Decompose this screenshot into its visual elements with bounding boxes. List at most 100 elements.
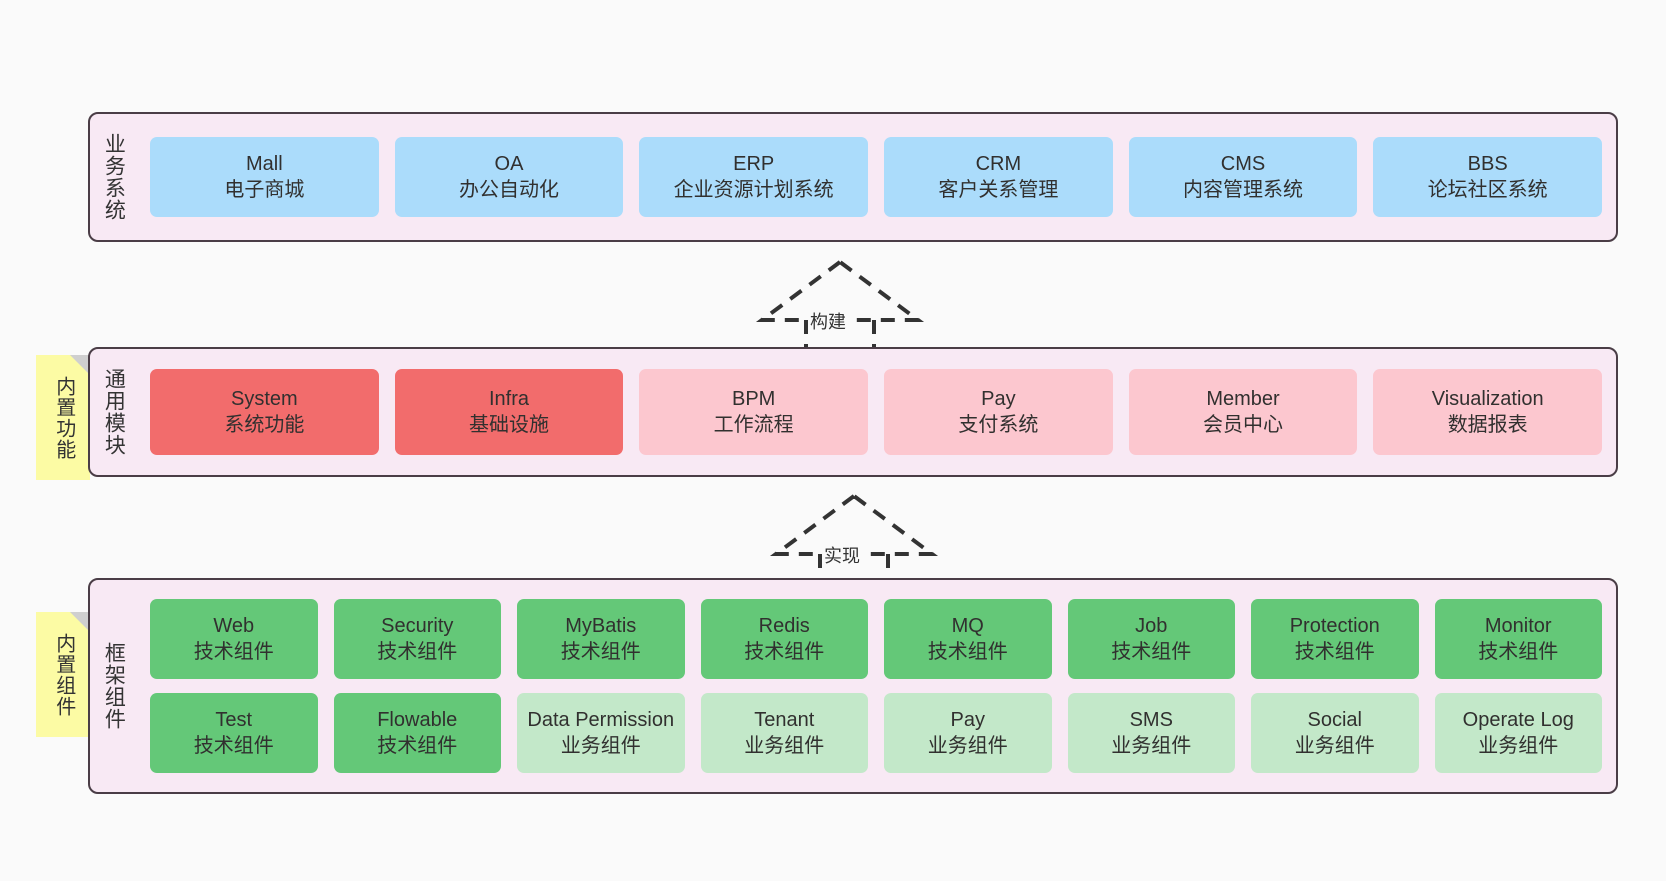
card-subtitle: 基础设施 (469, 414, 549, 436)
card-subtitle: 办公自动化 (459, 179, 559, 201)
card-title: BBS (1467, 153, 1508, 175)
note-label: 内置功能 (52, 375, 75, 460)
card-subtitle: 电子商城 (224, 179, 305, 201)
card-monitor[interactable]: Monitor 技术组件 (1434, 599, 1602, 679)
connector-build-label: 构建 (808, 308, 848, 334)
connector-build-arrow: 构建 (755, 258, 938, 350)
card-title: CRM (975, 153, 1022, 175)
card-title: CMS (1220, 153, 1266, 175)
card-title: Monitor (1484, 615, 1552, 637)
card-title: Test (215, 709, 253, 731)
card-mall[interactable]: Mall 电子商城 (150, 137, 379, 217)
card-security[interactable]: Security 技术组件 (333, 599, 501, 679)
card-title: Member (1206, 388, 1280, 410)
connector-implement-arrow: 实现 (769, 492, 952, 584)
layer-body-business-system: Mall 电子商城 OA 办公自动化 ERP 企业资源计划系统 CRM 客户关系… (136, 114, 1616, 240)
card-protection[interactable]: Protection 技术组件 (1251, 599, 1419, 679)
card-subtitle: 工作流程 (713, 414, 794, 436)
card-title: BPM (732, 388, 776, 410)
card-subtitle: 业务组件 (1111, 735, 1192, 757)
card-subtitle: 论坛社区系统 (1427, 179, 1548, 201)
card-mq[interactable]: MQ 技术组件 (884, 599, 1052, 679)
card-visualization[interactable]: Visualization 数据报表 (1373, 369, 1603, 455)
layer-label-framework-component: 框架组件 (102, 642, 126, 730)
card-title: Social (1307, 709, 1362, 731)
card-title: MyBatis (565, 615, 637, 637)
card-subtitle: 业务组件 (1294, 735, 1375, 757)
card-subtitle: 支付系统 (958, 414, 1039, 436)
note-builtin-features: 内置功能 (36, 355, 90, 480)
card-bbs[interactable]: BBS 论坛社区系统 (1373, 137, 1603, 217)
card-erp[interactable]: ERP 企业资源计划系统 (639, 137, 869, 217)
layer-common-module: 通用模块 System 系统功能 Infra 基础设施 BPM 工作流程 Pay (88, 347, 1618, 477)
card-crm[interactable]: CRM 客户关系管理 (884, 137, 1113, 217)
card-title: Tenant (754, 709, 815, 731)
connector-implement-label: 实现 (822, 542, 862, 568)
layer-label-common-module: 通用模块 (102, 368, 126, 456)
card-title: Pay (981, 388, 1016, 410)
card-title: Job (1135, 615, 1168, 637)
card-pay-component[interactable]: Pay 业务组件 (884, 693, 1052, 773)
card-row: Test 技术组件 Flowable 技术组件 Data Permission … (150, 693, 1602, 773)
card-data-permission[interactable]: Data Permission 业务组件 (517, 693, 685, 773)
note-builtin-components: 内置组件 (36, 612, 90, 737)
card-title: Mall (246, 153, 283, 175)
card-title: Flowable (377, 709, 458, 731)
card-sms[interactable]: SMS 业务组件 (1067, 693, 1235, 773)
card-subtitle: 技术组件 (193, 641, 274, 663)
card-row: Web 技术组件 Security 技术组件 MyBatis 技术组件 Redi… (150, 599, 1602, 679)
card-subtitle: 数据报表 (1447, 414, 1528, 436)
card-operate-log[interactable]: Operate Log 业务组件 (1434, 693, 1602, 773)
card-subtitle: 企业资源计划系统 (673, 179, 834, 201)
card-subtitle: 业务组件 (1478, 735, 1559, 757)
card-title: OA (494, 153, 524, 175)
card-title: Visualization (1431, 388, 1544, 410)
card-member[interactable]: Member 会员中心 (1128, 369, 1358, 455)
card-title: Web (213, 615, 255, 637)
card-subtitle: 技术组件 (1294, 641, 1375, 663)
card-title: System (230, 388, 298, 410)
card-social[interactable]: Social 业务组件 (1251, 693, 1419, 773)
card-test[interactable]: Test 技术组件 (150, 693, 318, 773)
card-redis[interactable]: Redis 技术组件 (700, 599, 868, 679)
card-title: Protection (1289, 615, 1380, 637)
card-subtitle: 技术组件 (1478, 641, 1559, 663)
card-title: Pay (950, 709, 985, 731)
card-subtitle: 技术组件 (1111, 641, 1192, 663)
card-oa[interactable]: OA 办公自动化 (394, 137, 624, 217)
card-subtitle: 系统功能 (224, 414, 305, 436)
card-infra[interactable]: Infra 基础设施 (394, 369, 624, 455)
note-label: 内置组件 (52, 632, 75, 717)
card-mybatis[interactable]: MyBatis 技术组件 (517, 599, 685, 679)
card-flowable[interactable]: Flowable 技术组件 (333, 693, 501, 773)
layer-body-common-module: System 系统功能 Infra 基础设施 BPM 工作流程 Pay 支付系统… (136, 349, 1616, 475)
card-subtitle: 内容管理系统 (1183, 179, 1304, 201)
card-system[interactable]: System 系统功能 (150, 369, 379, 455)
card-tenant[interactable]: Tenant 业务组件 (700, 693, 868, 773)
layer-body-framework-component: Web 技术组件 Security 技术组件 MyBatis 技术组件 Redi… (136, 580, 1616, 792)
card-title: SMS (1129, 709, 1173, 731)
card-cms[interactable]: CMS 内容管理系统 (1128, 137, 1358, 217)
card-subtitle: 业务组件 (560, 735, 641, 757)
card-web[interactable]: Web 技术组件 (150, 599, 318, 679)
card-subtitle: 客户关系管理 (938, 179, 1059, 201)
card-title: Security (381, 615, 454, 637)
note-fold-corner-icon (70, 355, 90, 375)
card-title: ERP (733, 153, 775, 175)
layer-label-business-system: 业务系统 (102, 133, 126, 221)
card-subtitle: 技术组件 (744, 641, 825, 663)
card-pay[interactable]: Pay 支付系统 (884, 369, 1113, 455)
card-title: Operate Log (1462, 709, 1574, 731)
card-subtitle: 技术组件 (193, 735, 274, 757)
card-bpm[interactable]: BPM 工作流程 (639, 369, 869, 455)
card-title: MQ (951, 615, 984, 637)
card-row: Mall 电子商城 OA 办公自动化 ERP 企业资源计划系统 CRM 客户关系… (150, 137, 1603, 217)
layer-framework-component: 框架组件 Web 技术组件 Security 技术组件 MyBatis 技术组件… (88, 578, 1618, 794)
card-job[interactable]: Job 技术组件 (1067, 599, 1235, 679)
layer-business-system: 业务系统 Mall 电子商城 OA 办公自动化 ERP 企业资源计划系统 CRM (88, 112, 1618, 242)
card-subtitle: 技术组件 (377, 641, 458, 663)
card-title: Redis (758, 615, 810, 637)
card-subtitle: 业务组件 (744, 735, 825, 757)
card-row: System 系统功能 Infra 基础设施 BPM 工作流程 Pay 支付系统… (150, 369, 1603, 455)
